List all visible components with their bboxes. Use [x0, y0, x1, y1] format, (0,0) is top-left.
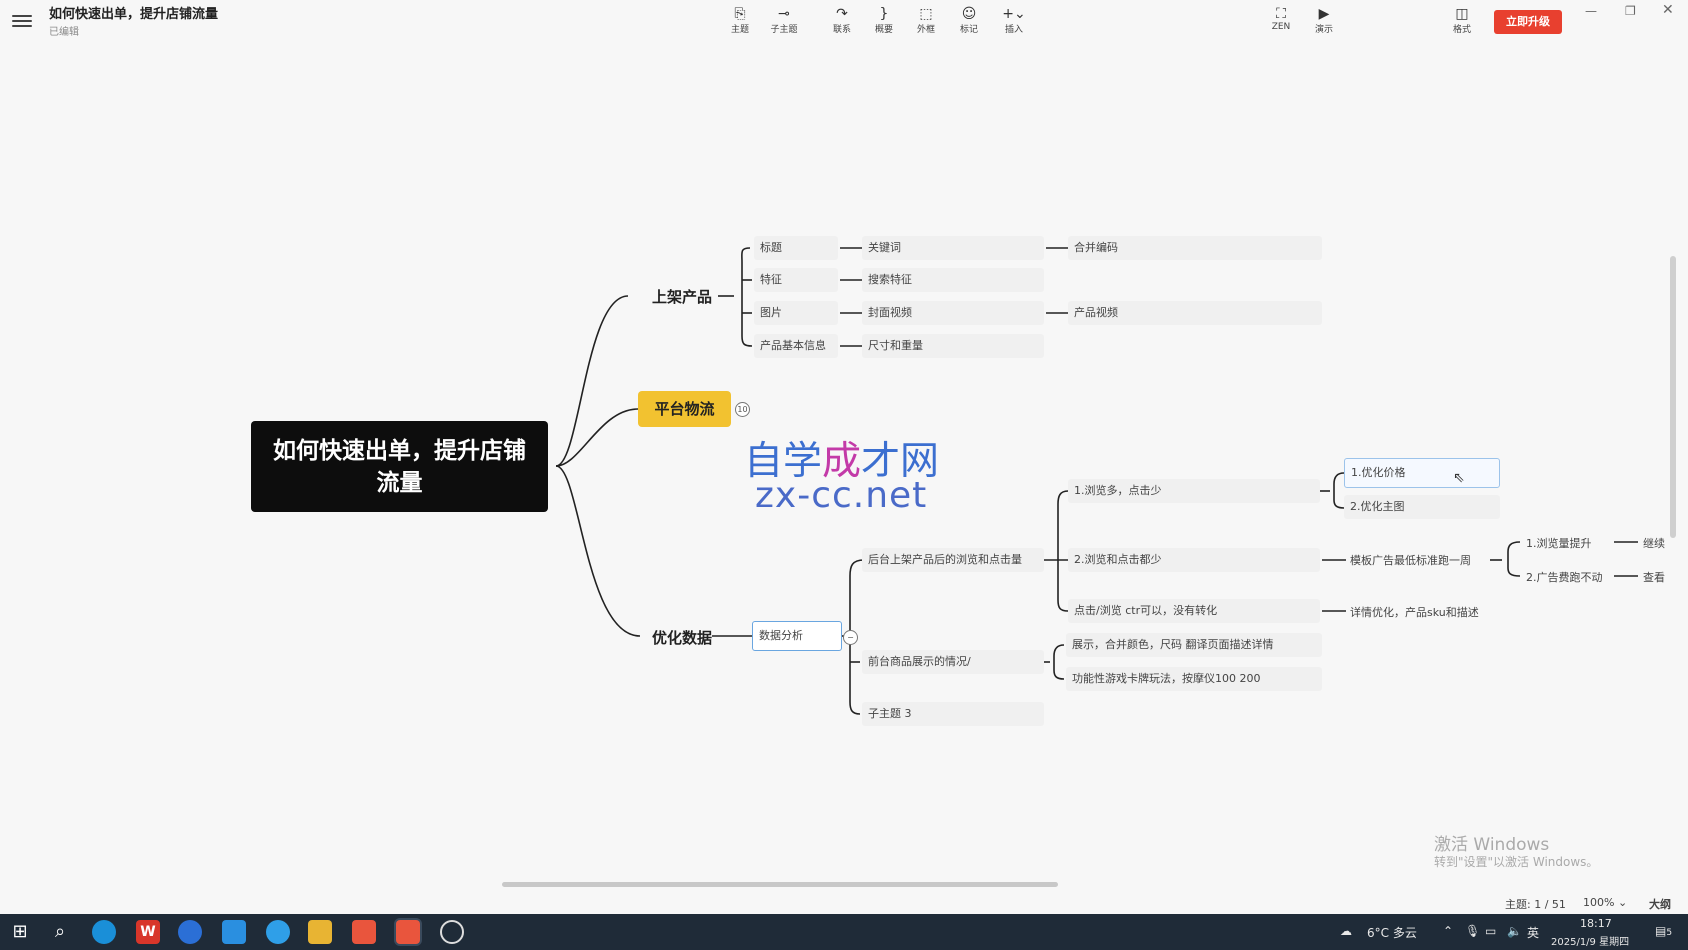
- summary-button[interactable]: }概要: [864, 6, 904, 35]
- topic-count: 主题: 1 / 51: [1505, 898, 1566, 911]
- chevron-down-icon: ⌄: [1617, 896, 1628, 909]
- watermark-logo: 自学成才网: [744, 439, 940, 484]
- branch-optimize-data[interactable]: 优化数据: [652, 629, 713, 647]
- topic-subtopic-3[interactable]: 子主题 3: [862, 702, 1044, 726]
- minimize-icon[interactable]: —: [1585, 4, 1597, 18]
- weather-icon[interactable]: ☁: [1340, 924, 1352, 938]
- topic-title[interactable]: 标题: [754, 236, 838, 260]
- windows-taskbar: ⊞ ⌕ W ☁ 6°C 多云 ⌃ 🎙 ▭ 🔈 英 18:17 2025/1/9 …: [0, 914, 1688, 950]
- boundary-icon: ⬚: [919, 6, 933, 22]
- relationship-button[interactable]: ↷联系: [822, 6, 862, 35]
- volume-icon[interactable]: 🔈: [1507, 924, 1522, 938]
- wps-icon[interactable]: W: [136, 920, 160, 944]
- recorder-icon[interactable]: [440, 920, 464, 944]
- format-button[interactable]: ◫格式: [1442, 6, 1482, 35]
- marker-button[interactable]: ☺标记: [949, 6, 989, 35]
- topic-optimize-main-image[interactable]: 2.优化主图: [1344, 495, 1500, 519]
- topic-views-increase[interactable]: 1.浏览量提升: [1526, 537, 1592, 550]
- xmind-active-icon[interactable]: [396, 920, 420, 944]
- vertical-scrollbar[interactable]: [1670, 256, 1676, 538]
- top-bar: 如何快速出单，提升店铺流量 已编辑 ⎘主题 ⊸子主题 ↷联系 }概要 ⬚外框 ☺…: [0, 0, 1688, 44]
- marker-icon: ☺: [961, 6, 977, 22]
- topic-check[interactable]: 查看: [1643, 571, 1665, 584]
- topic-many-views-few-clicks[interactable]: 1.浏览多，点击少: [1068, 479, 1320, 503]
- xmind-icon[interactable]: [352, 920, 376, 944]
- topic-ctr-no-conversion[interactable]: 点击/浏览 ctr可以，没有转化: [1068, 599, 1320, 623]
- zen-button[interactable]: ⛶ZEN: [1261, 6, 1301, 32]
- summary-icon: }: [879, 6, 889, 22]
- upgrade-button[interactable]: 立即升级: [1494, 10, 1562, 34]
- network-icon[interactable]: ▭: [1485, 924, 1497, 938]
- subtopic-button[interactable]: ⊸子主题: [764, 6, 804, 35]
- insert-button[interactable]: +⌄插入: [994, 6, 1034, 35]
- app-blue-icon[interactable]: [222, 920, 246, 944]
- root-topic[interactable]: 如何快速出单，提升店铺流量: [251, 421, 548, 512]
- windows-activation-subtitle: 转到"设置"以激活 Windows。: [1434, 855, 1599, 869]
- topic-cover-video[interactable]: 封面视频: [862, 301, 1044, 325]
- topic-images[interactable]: 图片: [754, 301, 838, 325]
- topic-size-weight[interactable]: 尺寸和重量: [862, 334, 1044, 358]
- watermark-url: zx-cc.net: [755, 475, 928, 516]
- menu-icon[interactable]: [12, 12, 32, 30]
- clock-date[interactable]: 2025/1/9 星期四: [1551, 937, 1630, 948]
- windows-activation-title: 激活 Windows: [1434, 835, 1550, 855]
- topic-ad-spend-stuck[interactable]: 2.广告费跑不动: [1526, 571, 1603, 584]
- topic-search-features[interactable]: 搜索特征: [862, 268, 1044, 292]
- mouse-cursor-icon: ⇖: [1453, 470, 1465, 486]
- windows-start-icon[interactable]: ⊞: [12, 921, 28, 942]
- topic-functional-games[interactable]: 功能性游戏卡牌玩法，按摩仪100 200: [1066, 667, 1322, 691]
- topic-features[interactable]: 特征: [754, 268, 838, 292]
- notification-icon[interactable]: ▤5: [1655, 924, 1673, 938]
- present-icon: ▶: [1318, 6, 1330, 22]
- outline-button[interactable]: 大纲: [1649, 898, 1671, 911]
- topic-merge-code[interactable]: 合并编码: [1068, 236, 1322, 260]
- branch-list-products[interactable]: 上架产品: [652, 288, 713, 306]
- topic-frontend-display[interactable]: 前台商品展示的情况/: [862, 650, 1044, 674]
- weather-text[interactable]: 6°C 多云: [1367, 926, 1417, 940]
- edge-browser-icon[interactable]: [92, 920, 116, 944]
- horizontal-scrollbar[interactable]: [502, 882, 1058, 887]
- topic-template-ads[interactable]: 模板广告最低标准跑一周: [1350, 554, 1471, 567]
- edge-dev-icon[interactable]: [178, 920, 202, 944]
- document-title[interactable]: 如何快速出单，提升店铺流量: [49, 7, 219, 22]
- collapse-button[interactable]: −: [843, 630, 858, 645]
- ime-indicator[interactable]: 英: [1527, 926, 1540, 940]
- microphone-icon[interactable]: 🎙: [1465, 924, 1481, 938]
- save-status: 已编辑: [49, 27, 79, 38]
- ie-icon[interactable]: [266, 920, 290, 944]
- topic-display-merge[interactable]: 展示，合并颜色，尺码 翻译页面描述详情: [1066, 633, 1322, 657]
- zoom-level[interactable]: 100% ⌄: [1583, 896, 1628, 909]
- branch-platform-logistics[interactable]: 平台物流: [638, 391, 731, 427]
- present-button[interactable]: ▶演示: [1304, 6, 1344, 35]
- subtopic-icon: ⊸: [778, 6, 790, 22]
- restore-icon[interactable]: ❐: [1625, 4, 1636, 18]
- relationship-icon: ↷: [836, 6, 848, 22]
- insert-icon: +⌄: [1002, 6, 1026, 22]
- topic-keywords[interactable]: 关键词: [862, 236, 1044, 260]
- expand-collapsed-button[interactable]: 10: [735, 402, 750, 417]
- zen-icon: ⛶: [1276, 6, 1286, 22]
- search-icon[interactable]: ⌕: [54, 921, 66, 942]
- branch-connector-dot: [726, 289, 739, 302]
- topic-button[interactable]: ⎘主题: [720, 6, 760, 35]
- topic-detail-optimization[interactable]: 详情优化，产品sku和描述: [1350, 606, 1479, 619]
- topic-optimize-price[interactable]: 1.优化价格: [1344, 458, 1500, 488]
- topic-product-video[interactable]: 产品视频: [1068, 301, 1322, 325]
- topic-basic-info[interactable]: 产品基本信息: [754, 334, 838, 358]
- topic-data-analysis[interactable]: 数据分析: [752, 621, 842, 651]
- file-explorer-icon[interactable]: [308, 920, 332, 944]
- topic-few-views-clicks[interactable]: 2.浏览和点击都少: [1068, 548, 1320, 572]
- tray-expand-icon[interactable]: ⌃: [1443, 924, 1454, 938]
- boundary-button[interactable]: ⬚外框: [906, 6, 946, 35]
- topic-icon: ⎘: [734, 6, 746, 22]
- format-icon: ◫: [1455, 6, 1469, 22]
- topic-continue[interactable]: 继续: [1643, 537, 1665, 550]
- topic-backend-views-clicks[interactable]: 后台上架产品后的浏览和点击量: [862, 548, 1044, 572]
- close-icon[interactable]: ✕: [1662, 2, 1674, 18]
- clock-time[interactable]: 18:17: [1580, 917, 1612, 930]
